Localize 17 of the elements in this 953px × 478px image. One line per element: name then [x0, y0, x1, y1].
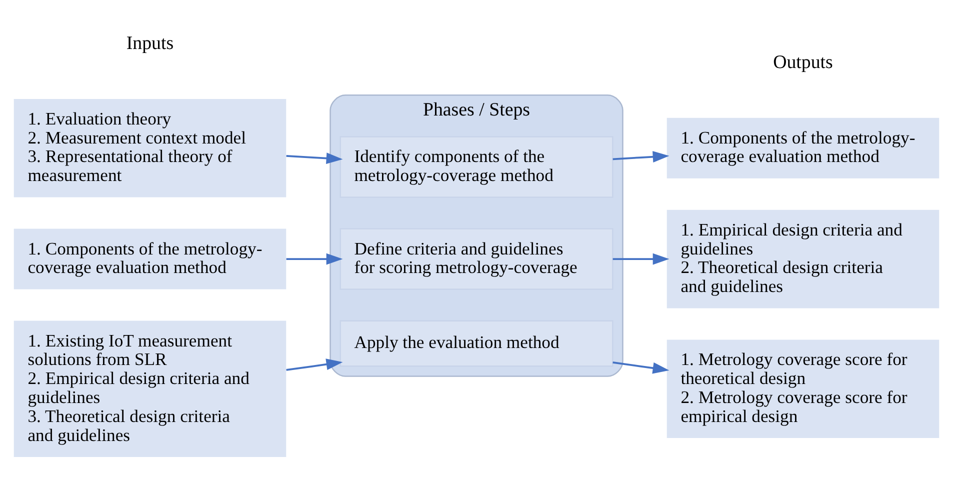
arrow: [612, 252, 670, 264]
arrow: [286, 358, 343, 370]
node-box: 1. Metrology coverage score for theoretical design 2. Metrology coverage score for empirical design: [666, 339, 940, 438]
node-box: 1. Components of the metrology-coverage evaluation method: [666, 117, 940, 178]
node-box: Identify components of the metrology-coverage method: [340, 136, 614, 198]
node-box: 1. Existing IoT measurement solutions from SLR 2. Empirical design criteria and guidelines 3. Theoretical design criteria and guidelines: [14, 320, 286, 456]
label: Outputs: [773, 52, 833, 73]
node-box: Define criteria and guidelines for scoring metrology-coverage: [340, 228, 614, 290]
node-box: Apply the evaluation method: [340, 320, 614, 366]
node-box: 1. Components of the metrology-coverage evaluation method: [14, 228, 286, 289]
node-box: 1. Empirical design criteria and guidelines 2. Theoretical design criteria and guidelines: [666, 209, 940, 308]
arrow: [286, 252, 343, 264]
arrow: [612, 150, 670, 162]
node-box: 1. Evaluation theory 2. Measurement context model 3. Representational theory of measurement: [14, 98, 286, 197]
arrow: [612, 360, 670, 374]
label: Inputs: [126, 32, 174, 54]
arrow: [286, 152, 343, 164]
